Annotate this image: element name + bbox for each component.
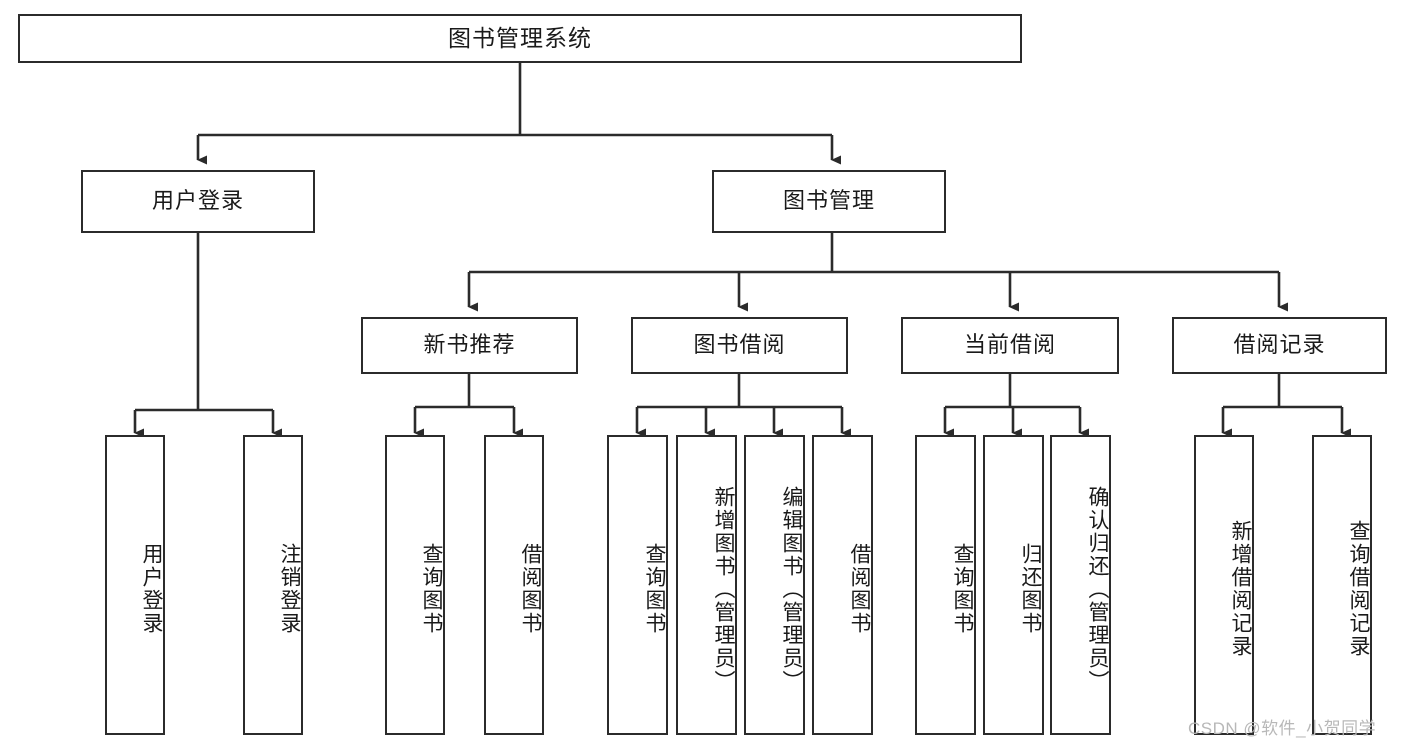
leaf-edit-book-admin[interactable]: 编辑图书（管理员） — [744, 435, 805, 735]
node-label: 查询图书 — [951, 543, 974, 635]
node-label: 用户登录 — [140, 543, 163, 635]
leaf-user-login[interactable]: 用户登录 — [105, 435, 165, 735]
node-label: 图书管理系统 — [448, 24, 592, 51]
leaf-query-books-borrow[interactable]: 查询图书 — [607, 435, 668, 735]
node-label: 用户登录 — [151, 188, 244, 214]
node-label: 当前借阅 — [963, 332, 1056, 358]
node-label: 借阅图书 — [519, 543, 542, 635]
leaf-borrow-books[interactable]: 借阅图书 — [812, 435, 873, 735]
leaf-query-books-new[interactable]: 查询图书 — [385, 435, 445, 735]
node-root-book-management-system[interactable]: 图书管理系统 — [18, 14, 1022, 63]
leaf-query-books-current[interactable]: 查询图书 — [915, 435, 976, 735]
leaf-borrow-books-new[interactable]: 借阅图书 — [484, 435, 544, 735]
node-label: 图书管理 — [782, 188, 875, 214]
leaf-query-borrow-record[interactable]: 查询借阅记录 — [1312, 435, 1372, 735]
leaf-add-book-admin[interactable]: 新增图书（管理员） — [676, 435, 737, 735]
node-label: 图书借阅 — [693, 332, 786, 358]
node-book-borrowing[interactable]: 图书借阅 — [631, 317, 848, 374]
node-borrow-records[interactable]: 借阅记录 — [1172, 317, 1387, 374]
node-label: 新增图书（管理员） — [712, 485, 735, 693]
node-label: 借阅记录 — [1233, 332, 1326, 358]
node-label: 新增借阅记录 — [1229, 520, 1252, 658]
node-label: 注销登录 — [278, 543, 301, 635]
leaf-confirm-return-admin[interactable]: 确认归还（管理员） — [1050, 435, 1111, 735]
node-label: 查询借阅记录 — [1347, 520, 1370, 658]
node-label: 借阅图书 — [848, 543, 871, 635]
node-label: 编辑图书（管理员） — [780, 485, 803, 693]
leaf-add-borrow-record[interactable]: 新增借阅记录 — [1194, 435, 1254, 735]
leaf-return-books[interactable]: 归还图书 — [983, 435, 1044, 735]
node-label: 确认归还（管理员） — [1086, 485, 1109, 693]
node-label: 查询图书 — [420, 543, 443, 635]
leaf-logout-login[interactable]: 注销登录 — [243, 435, 303, 735]
node-label: 新书推荐 — [423, 332, 516, 358]
node-book-management[interactable]: 图书管理 — [712, 170, 946, 233]
node-label: 归还图书 — [1019, 543, 1042, 635]
csdn-watermark: CSDN @软件_小贺同学 — [1188, 719, 1377, 738]
node-current-borrowing[interactable]: 当前借阅 — [901, 317, 1119, 374]
node-label: 查询图书 — [643, 543, 666, 635]
node-new-book-recommendation[interactable]: 新书推荐 — [361, 317, 578, 374]
node-user-login[interactable]: 用户登录 — [81, 170, 315, 233]
